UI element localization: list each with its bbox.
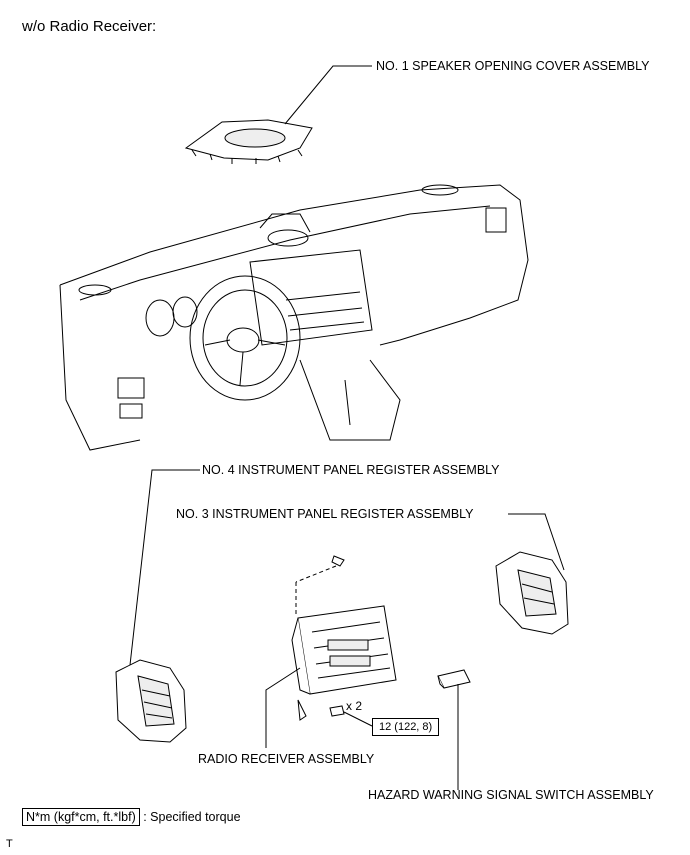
instrument-panel-drawing [59,184,529,451]
no3-register-drawing [495,551,569,635]
torque-value-box: 12 (122, 8) [372,718,440,736]
torque-legend: N*m (kgf*cm, ft.*lbf) : Specified torque [22,808,241,826]
no4-register-drawing [115,659,187,743]
label-hazard-warning-switch: HAZARD WARNING SIGNAL SWITCH ASSEMBLY [368,788,654,802]
label-no4-register: NO. 4 INSTRUMENT PANEL REGISTER ASSEMBLY [202,463,500,477]
page-heading: w/o Radio Receiver: [22,18,157,35]
radio-screw-top [295,555,345,616]
torque-legend-description: : Specified torque [143,810,241,824]
label-radio-receiver: RADIO RECEIVER ASSEMBLY [198,752,375,766]
label-speaker-opening-cover: NO. 1 SPEAKER OPENING COVER ASSEMBLY [376,59,650,73]
corner-mark: T [6,838,13,850]
speaker-opening-cover-drawing [184,119,313,164]
radio-screw-bottom [329,705,373,727]
torque-legend-unit-box: N*m (kgf*cm, ft.*lbf) [22,808,140,826]
no3-register-leader-line [508,513,565,571]
no4-register-leader-line [129,469,200,666]
label-no3-register: NO. 3 INSTRUMENT PANEL REGISTER ASSEMBLY [176,507,474,521]
radio-receiver-leader-line [265,667,301,748]
fastener-quantity: x 2 [346,699,363,713]
hazard-switch-drawing [437,669,471,689]
radio-receiver-drawing [291,605,397,721]
speaker-cover-leader-line [284,65,372,125]
